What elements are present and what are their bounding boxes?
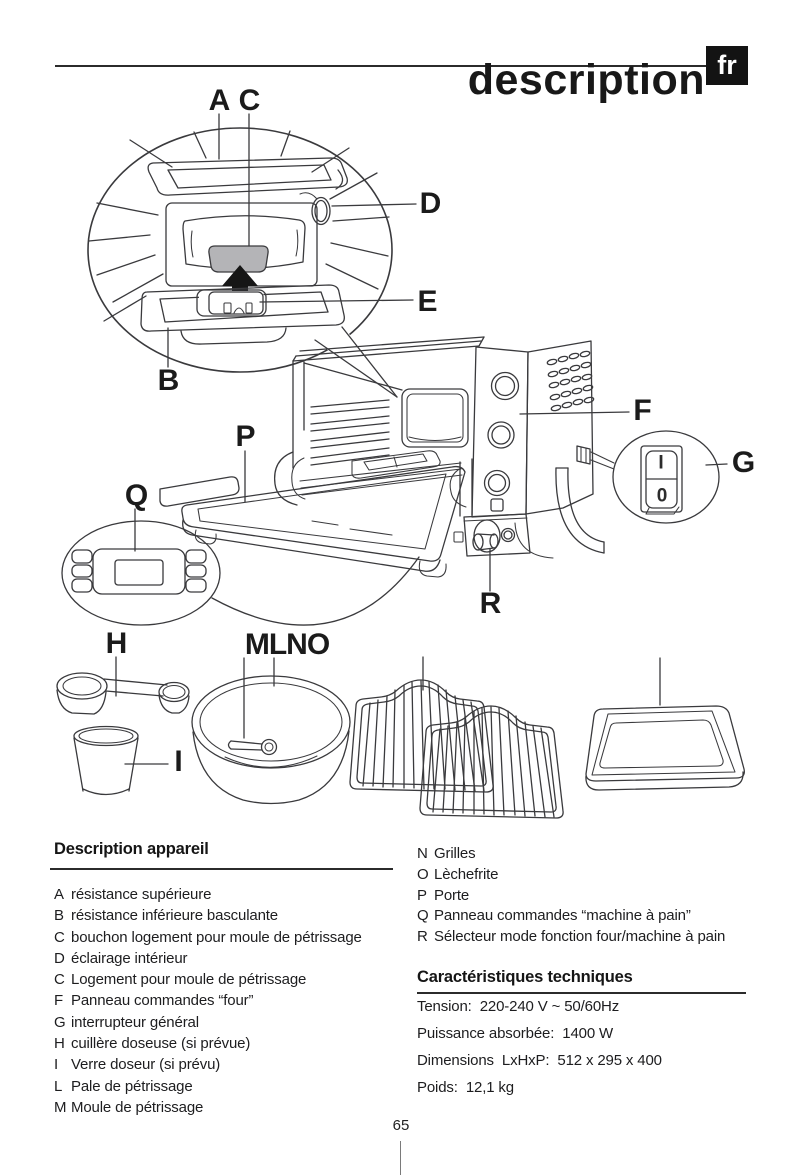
- crop-mark: [400, 1141, 401, 1175]
- part-list-item: F Panneau commandes “four”: [54, 990, 404, 1011]
- part-key: C: [54, 928, 65, 946]
- part-key: B: [54, 907, 64, 925]
- part-label: Moule de pétrissage: [71, 1098, 204, 1116]
- part-label: Verre doseur (si prévu): [71, 1056, 221, 1074]
- label-h: H: [105, 627, 128, 660]
- part-label: éclairage intérieur: [71, 949, 188, 967]
- spec-row: Tension: 220-240 V ~ 50/60Hz: [417, 998, 620, 1015]
- specs-title: Caractéristiques techniques: [417, 968, 633, 986]
- part-label: Porte: [434, 886, 470, 904]
- part-list-item: R Sélecteur mode fonction four/machine à …: [417, 927, 762, 948]
- part-list-item: Q Panneau commandes “machine à pain”: [417, 906, 762, 927]
- part-list-item: I Verre doseur (si prévu): [54, 1054, 404, 1075]
- part-key: P: [417, 886, 427, 904]
- switch-on-glyph: I: [658, 452, 664, 474]
- label-c: C: [238, 84, 261, 117]
- label-a: A: [208, 84, 231, 117]
- oven-illustration: [159, 336, 615, 578]
- part-key: O: [417, 865, 429, 883]
- part-key: Q: [417, 907, 429, 925]
- part-key: H: [54, 1035, 65, 1053]
- sunburst-lines: [88, 130, 390, 322]
- spec-row: Puissance absorbée: 1400 W: [417, 1025, 614, 1042]
- part-label: résistance inférieure basculante: [71, 907, 278, 925]
- label-p: P: [235, 420, 255, 453]
- part-key: R: [417, 928, 428, 946]
- part-label: Pale de pétrissage: [71, 1077, 193, 1095]
- power-switch-callout: [612, 430, 720, 524]
- part-label: Panneau commandes “machine à pain”: [434, 907, 691, 925]
- specs-rule: [417, 992, 746, 994]
- page-number: 65: [392, 1117, 410, 1134]
- part-key: C: [54, 971, 65, 989]
- part-list-item: C Logement pour moule de pétrissage: [54, 969, 404, 990]
- bread-pan: [191, 675, 351, 805]
- part-key: N: [417, 845, 428, 862]
- part-key: L: [54, 1077, 63, 1095]
- measuring-spoon: [56, 672, 190, 715]
- part-key: G: [54, 1013, 66, 1031]
- spec-row: Poids: 12,1 kg: [417, 1079, 514, 1096]
- part-list-item: L Pale de pétrissage: [54, 1076, 404, 1097]
- label-g: G: [731, 446, 755, 479]
- part-label: résistance supérieure: [71, 886, 212, 903]
- part-key: F: [54, 992, 64, 1010]
- label-e: E: [417, 285, 437, 318]
- description-rule: [50, 868, 393, 870]
- part-key: A: [54, 886, 64, 903]
- measuring-cup: [73, 725, 139, 796]
- up-arrow-icon: [222, 265, 258, 301]
- vent-slots: [546, 350, 595, 412]
- label-i: I: [174, 745, 182, 778]
- label-mlno: MLNO: [244, 628, 330, 661]
- part-label: Panneau commandes “four”: [71, 992, 254, 1010]
- spec-row: Dimensions LxHxP: 512 x 295 x 400: [417, 1052, 662, 1069]
- language-badge: fr: [706, 46, 748, 85]
- parts-list: N Grilles O Lèchefrite P Porte Q Panneau com…: [417, 844, 762, 948]
- part-list-item: N Grilles: [417, 844, 762, 865]
- label-d: D: [419, 187, 442, 220]
- label-b: B: [157, 364, 180, 397]
- part-label: Logement pour moule de pétrissage: [71, 971, 307, 989]
- page-title: description: [467, 55, 705, 104]
- part-label: interrupteur général: [71, 1013, 199, 1031]
- grill-racks: [349, 679, 564, 819]
- part-label: Sélecteur mode fonction four/machine à p…: [434, 928, 726, 946]
- drip-tray: [585, 705, 745, 791]
- part-list-item: P Porte: [417, 886, 762, 907]
- description-title: Description appareil: [54, 840, 209, 858]
- part-key: I: [54, 1056, 59, 1074]
- part-key: D: [54, 949, 65, 967]
- bread-panel-callout: [61, 520, 420, 626]
- label-f: F: [633, 394, 651, 427]
- interior-callout: [87, 127, 398, 398]
- rack-slots: [310, 399, 390, 466]
- part-key: M: [54, 1098, 67, 1116]
- part-label: cuillère doseuse (si prévue): [71, 1035, 251, 1053]
- tech-specs: Caractéristiques techniques Tension: 220…: [417, 968, 762, 1101]
- label-q: Q: [124, 479, 148, 512]
- header-rule: [55, 65, 748, 67]
- part-list-item: O Lèchefrite: [417, 865, 762, 886]
- switch-off-glyph: 0: [656, 485, 668, 507]
- callout-lines: [115, 113, 728, 765]
- part-label: Grilles: [434, 845, 476, 862]
- part-label: Lèchefrite: [434, 865, 499, 883]
- label-r: R: [479, 587, 502, 620]
- part-label: bouchon logement pour moule de pétrissag…: [71, 928, 362, 946]
